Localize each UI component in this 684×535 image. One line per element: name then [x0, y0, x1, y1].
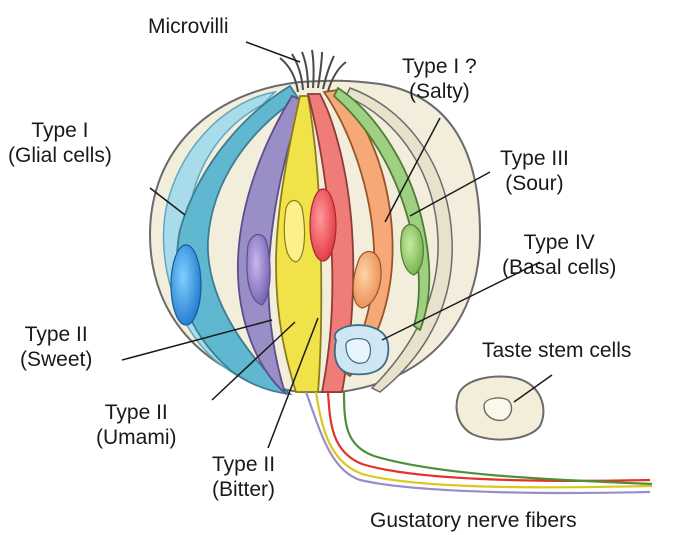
label-taste-stem-cells: Taste stem cells — [482, 338, 631, 363]
bitter-nucleus — [310, 189, 336, 261]
label-microvilli: Microvilli — [148, 14, 229, 39]
label-type2-bitter: Type II (Bitter) — [212, 452, 275, 502]
glial-nucleus — [171, 245, 201, 325]
label-type2-sweet: Type II (Sweet) — [20, 322, 92, 372]
label-type2-umami: Type II (Umami) — [96, 400, 176, 450]
label-type1-glial: Type I (Glial cells) — [8, 118, 112, 168]
label-type1-salty: Type I ? (Salty) — [402, 54, 477, 104]
label-type4-basal: Type IV (Basal cells) — [502, 230, 616, 280]
umami-nucleus — [284, 201, 304, 263]
label-type3-sour: Type III (Sour) — [500, 146, 569, 196]
label-gustatory-nerve-fibers: Gustatory nerve fibers — [370, 508, 577, 533]
